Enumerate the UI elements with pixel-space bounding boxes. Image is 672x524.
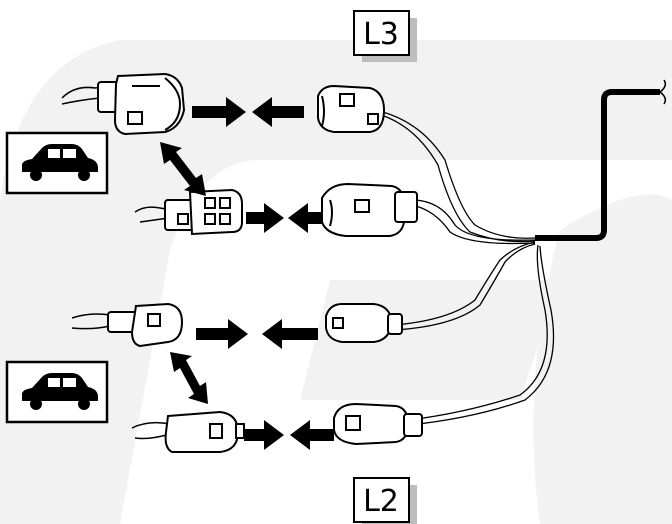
wire-connector-icon [71, 302, 184, 348]
wire-end-icon [659, 79, 667, 105]
wire-connector-icon [61, 72, 186, 136]
wire-connector-icon [131, 410, 245, 453]
wire-connector-icon [317, 84, 386, 133]
arrow-icon [160, 142, 208, 404]
wire-connector-icon [333, 402, 423, 446]
label-l2-text: L2 [363, 484, 399, 519]
arrow-icon [192, 97, 334, 450]
wire-connector-icon [321, 182, 418, 237]
wires [374, 109, 555, 426]
label-l2: L2 [353, 477, 417, 524]
car-icon [5, 360, 109, 424]
label-l3: L3 [353, 10, 417, 62]
main-harness [535, 89, 660, 241]
wire-connector-icon [325, 303, 403, 343]
wire-connector-icon [134, 188, 243, 236]
car-icon [5, 131, 109, 195]
label-l3-text: L3 [363, 17, 399, 52]
